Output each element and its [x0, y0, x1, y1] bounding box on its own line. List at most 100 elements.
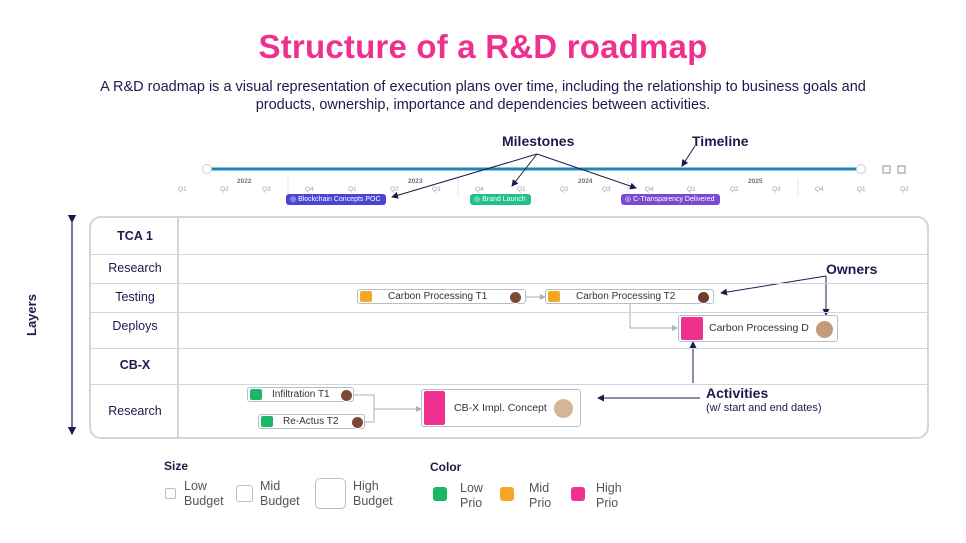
activity-carbon-processing-d[interactable]: Carbon Processing D — [678, 315, 838, 342]
owner-avatar[interactable] — [697, 291, 710, 304]
quarter-label: Q4 — [305, 186, 314, 193]
activity-label: Re-Actus T2 — [283, 416, 339, 427]
legend-mid-prio-1: Mid — [529, 481, 550, 495]
milestone-c-transparency[interactable]: ◎ C-Transparency Delivered — [621, 194, 720, 205]
timeline-end-handle — [856, 164, 866, 174]
quarter-label: Q2 — [220, 186, 229, 193]
priority-marker — [424, 391, 445, 425]
owner-avatar[interactable] — [340, 389, 353, 402]
legend-mid-budget-2: Budget — [260, 494, 300, 508]
zoom-icon — [897, 165, 906, 174]
owner-avatar[interactable] — [815, 320, 834, 339]
row-label-research: Research — [108, 261, 162, 275]
legend-low-budget-1: Low — [184, 479, 207, 493]
row-label-cbx: CB-X — [119, 358, 151, 372]
label-column-divider — [177, 218, 179, 437]
activity-cbx-impl-concept[interactable]: CB-X Impl. Concept — [421, 389, 581, 427]
activity-label: Carbon Processing T1 — [388, 291, 488, 302]
legend-size-mid-swatch — [236, 485, 253, 502]
row-divider — [91, 312, 927, 313]
quarter-label: Q1 — [348, 186, 357, 193]
quarter-label: Q3 — [262, 186, 271, 193]
quarter-label: Q2 — [560, 186, 569, 193]
quarter-label: Q1 — [857, 186, 866, 193]
milestone-arrow-3 — [536, 153, 637, 190]
timeline-start-handle — [202, 164, 212, 174]
timeline-arrow — [681, 145, 696, 167]
legend-mid-budget-1: Mid — [260, 479, 281, 493]
row-divider — [91, 254, 927, 255]
quarter-label: Q1 — [517, 186, 526, 193]
activities-callout: Activities — [706, 385, 769, 401]
row-divider — [91, 348, 927, 349]
legend-color-high-swatch — [571, 487, 585, 501]
activity-infiltration-t1[interactable]: Infiltration T1 — [247, 387, 354, 402]
quarter-label: Q4 — [475, 186, 484, 193]
owner-avatar[interactable] — [351, 416, 364, 429]
activity-label-main: CB-X Impl. — [454, 402, 505, 414]
priority-marker — [250, 389, 262, 400]
activity-label: Carbon Processing D — [709, 322, 809, 334]
layers-callout: Layers — [24, 294, 39, 336]
quarter-label: Q2 — [390, 186, 399, 193]
legend-size-high-swatch — [315, 478, 346, 509]
milestone-blockchain-poc[interactable]: ◎ Blockchain Concepts POC — [286, 194, 386, 205]
row-label-tca1: TCA 1 — [117, 229, 153, 243]
page-subtitle: A R&D roadmap is a visual representation… — [100, 79, 866, 113]
milestone-label: Blockchain Concepts POC — [298, 196, 381, 203]
fit-view-icon — [882, 165, 891, 174]
timeline-year-separators — [287, 178, 799, 196]
milestone-brand-launch[interactable]: ◎ Brand Launch — [470, 194, 531, 205]
legend-high-budget-1: High — [353, 479, 379, 493]
year-label: 2022 — [237, 178, 252, 185]
activity-label-sub: Concept — [507, 402, 547, 414]
milestone-label: Brand Launch — [482, 196, 526, 203]
row-label-research-cbx: Research — [108, 404, 162, 418]
legend-color-title: Color — [430, 460, 462, 474]
quarter-label: Q3 — [602, 186, 611, 193]
quarter-label: Q2 — [900, 186, 909, 193]
owners-arrow-1 — [720, 275, 827, 296]
activities-note: (w/ start and end dates) — [706, 402, 822, 414]
legend-color-mid-swatch — [500, 487, 514, 501]
activity-carbon-processing-t2[interactable]: Carbon Processing T2 — [545, 289, 714, 304]
row-divider — [91, 384, 927, 385]
priority-marker — [261, 416, 273, 427]
quarter-label: Q4 — [645, 186, 654, 193]
milestone-arrow-1 — [391, 153, 538, 199]
activity-label: Infiltration T1 — [272, 389, 330, 400]
legend-color-low-swatch — [433, 487, 447, 501]
activity-carbon-processing-t1[interactable]: Carbon Processing T1 — [357, 289, 526, 304]
legend-size-title: Size — [164, 459, 189, 473]
page-title: Structure of a R&D roadmap — [258, 28, 708, 65]
activity-label: CB-X Impl. Concept — [454, 402, 547, 415]
year-label: 2025 — [748, 178, 763, 185]
timeline-callout: Timeline — [692, 133, 749, 149]
activity-re-actus-t2[interactable]: Re-Actus T2 — [258, 414, 365, 429]
legend-high-budget-2: Budget — [353, 494, 393, 508]
quarter-label: Q2 — [730, 186, 739, 193]
dependency-reactus-cbx — [365, 409, 375, 423]
legend-low-prio-1: Low — [460, 481, 483, 495]
dependency-infil-cbx — [354, 394, 422, 412]
owner-avatar[interactable] — [509, 291, 522, 304]
activity-label: Carbon Processing T2 — [576, 291, 676, 302]
quarter-label: Q3 — [772, 186, 781, 193]
priority-marker — [681, 317, 703, 340]
row-divider — [91, 283, 927, 284]
legend-high-prio-1: High — [596, 481, 622, 495]
priority-marker — [360, 291, 372, 302]
roadmap-grid: TCA 1 Research Testing Deploys CB-X Rese… — [89, 216, 929, 439]
legend-low-prio-2: Prio — [460, 496, 483, 510]
owner-avatar[interactable] — [553, 398, 574, 419]
legend-high-prio-2: Prio — [596, 496, 619, 510]
year-label: 2023 — [408, 178, 423, 185]
quarter-label: Q1 — [687, 186, 696, 193]
